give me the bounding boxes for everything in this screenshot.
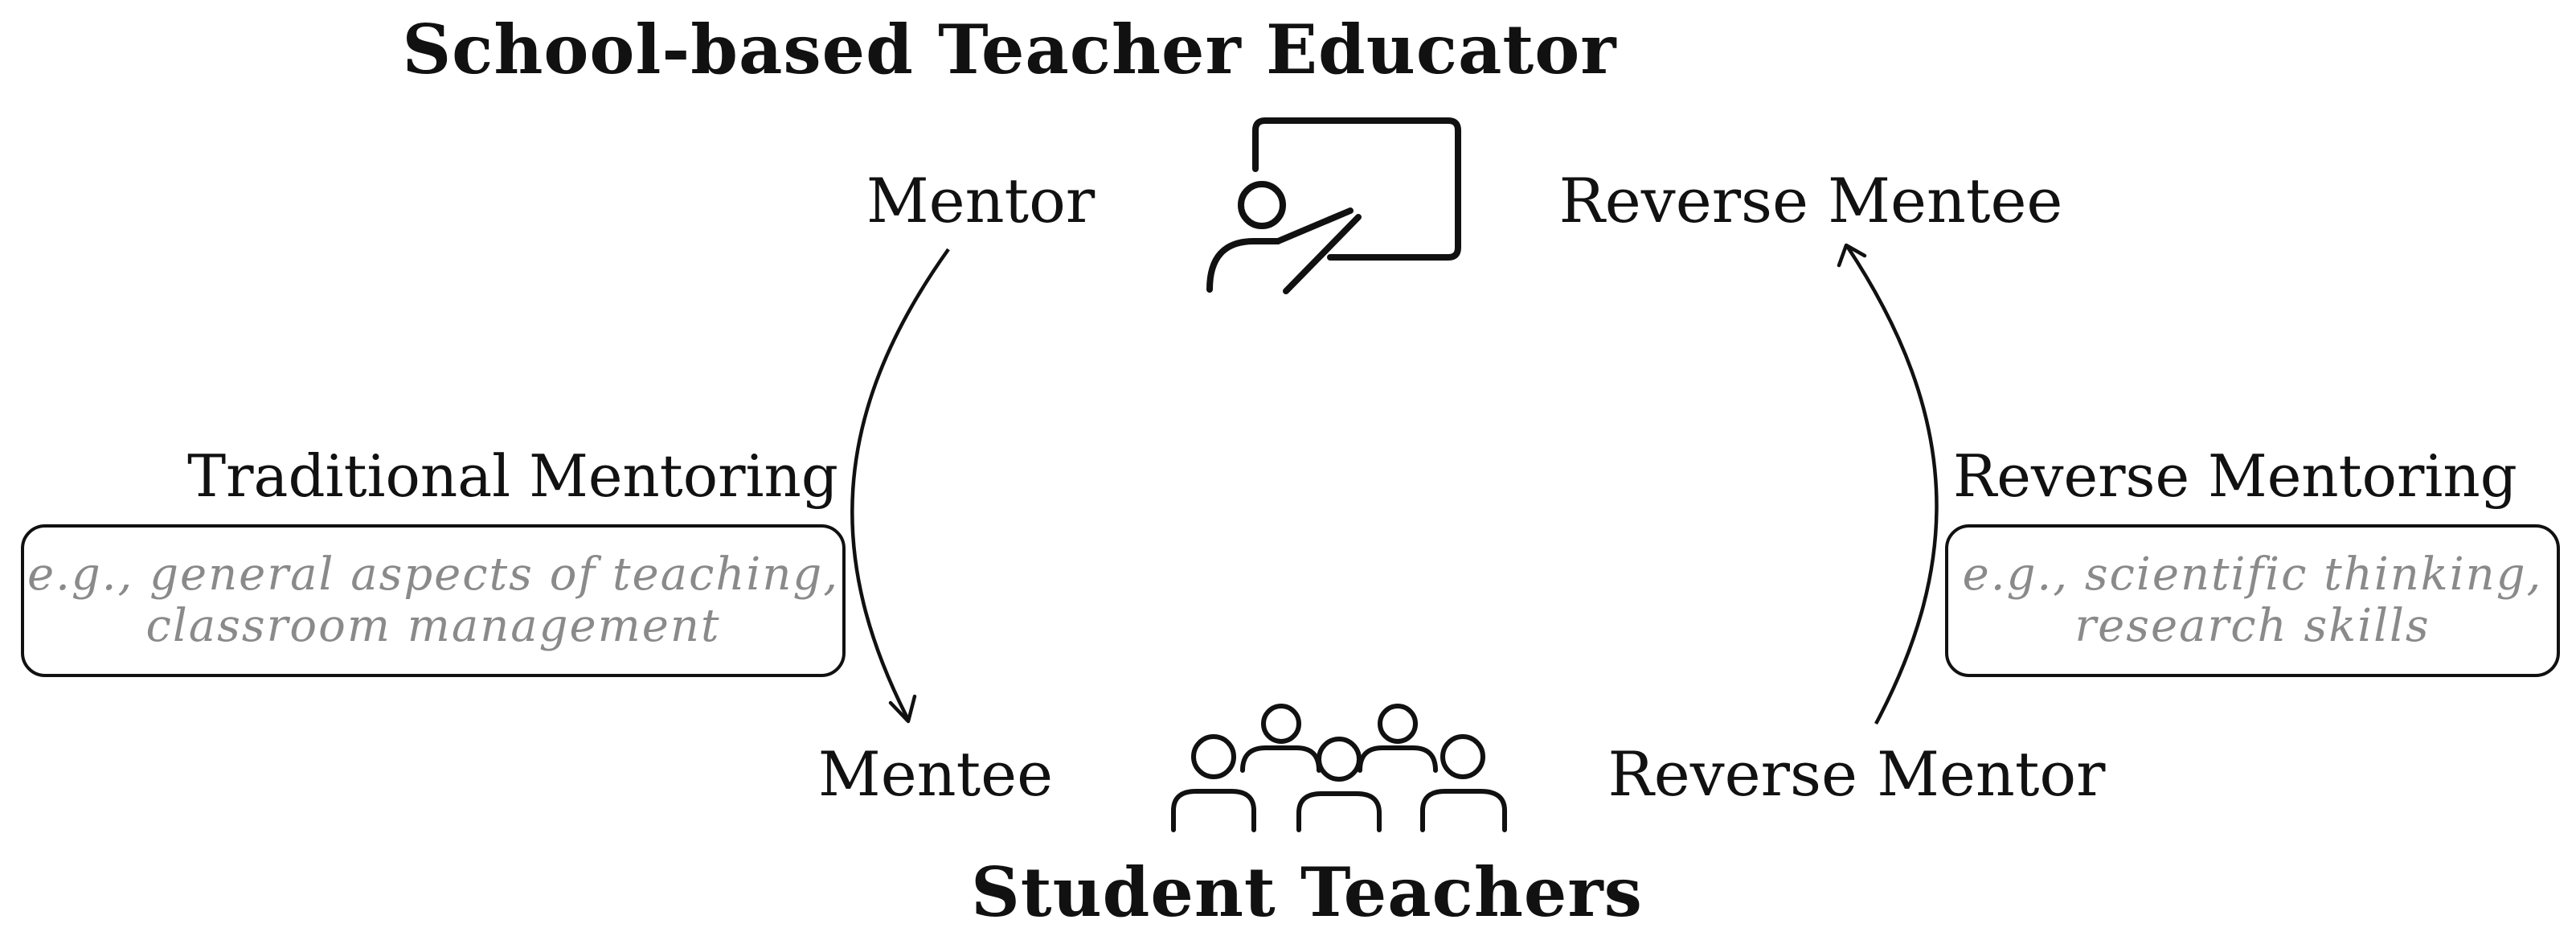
student-teachers-title: Student Teachers — [971, 852, 1643, 932]
teacher-at-board-icon — [1206, 117, 1461, 294]
traditional-examples-box: e.g., general aspects of teaching, class… — [21, 524, 846, 677]
school-based-teacher-educator-title: School-based Teacher Educator — [402, 10, 1617, 89]
mentor-label: Mentor — [866, 165, 1096, 236]
traditional-mentoring-arrow — [850, 248, 950, 724]
reverse-mentor-label: Reverse Mentor — [1607, 738, 2106, 810]
mentee-label: Mentee — [817, 738, 1054, 810]
reverse-mentoring-arrow — [1837, 243, 1939, 725]
reverse-example-line-2: research skills — [2074, 600, 2431, 652]
reverse-examples-box: e.g., scientific thinking, research skil… — [1945, 524, 2560, 677]
student-group-icon — [1171, 704, 1507, 832]
reverse-mentee-label: Reverse Mentee — [1558, 165, 2063, 236]
traditional-example-line-2: classroom management — [145, 600, 721, 652]
traditional-example-line-1: e.g., general aspects of teaching, — [27, 548, 840, 601]
reverse-example-line-1: e.g., scientific thinking, — [1962, 548, 2543, 601]
reverse-mentoring-label: Reverse Mentoring — [1953, 442, 2517, 510]
traditional-mentoring-label: Traditional Mentoring — [187, 442, 838, 510]
